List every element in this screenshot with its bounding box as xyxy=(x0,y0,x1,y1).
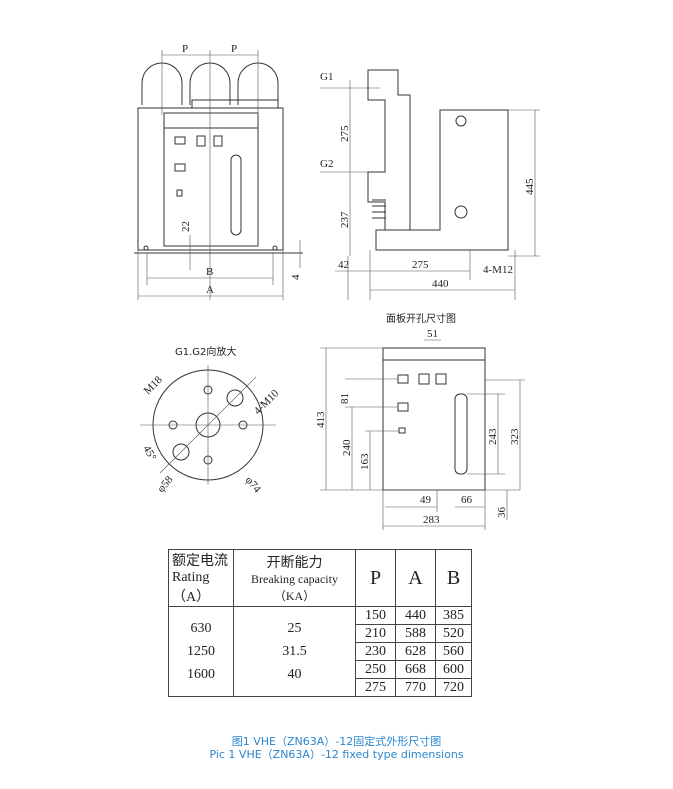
dim-275-horizontal: 275 xyxy=(412,259,429,271)
mechanism-box xyxy=(375,109,509,251)
dim-81: 81 xyxy=(339,393,351,404)
g1-label: G1 xyxy=(320,71,333,83)
dim-66: 66 xyxy=(461,494,473,506)
dim-323: 323 xyxy=(509,428,521,445)
pole-column xyxy=(367,69,411,231)
bolt-4-m12: 4-M12 xyxy=(483,264,513,276)
housing xyxy=(137,107,284,251)
front-panel xyxy=(163,112,259,247)
dim-237: 237 xyxy=(339,211,351,228)
pitch-label: P xyxy=(231,43,237,55)
dim-36: 36 xyxy=(496,507,508,519)
front-view: P P 22 B A 4 xyxy=(134,43,303,300)
b-header: B xyxy=(435,549,472,607)
caption-chinese: 图1 VHE（ZN63A）-12固定式外形尺寸图 xyxy=(231,735,442,748)
caption-english: Pic 1 VHE（ZN63A）-12 fixed type dimension… xyxy=(209,748,464,761)
diameter-58: φ58 xyxy=(155,474,176,495)
diameter-74: φ74 xyxy=(243,474,264,495)
dim-4: 4 xyxy=(290,274,302,280)
dim-163: 163 xyxy=(359,453,371,470)
dim-42: 42 xyxy=(338,259,349,271)
dim-440: 440 xyxy=(432,278,449,290)
dim-445: 445 xyxy=(524,178,536,195)
dim-413: 413 xyxy=(315,411,327,428)
m10-label: 4-M10 xyxy=(252,387,282,417)
dim-275: 275 xyxy=(339,125,351,142)
panel-cutout: 面板开孔尺寸图 51 413 81 240 163 243 323 49 66 … xyxy=(315,312,525,530)
m18-label: M18 xyxy=(142,374,166,398)
panel-title: 面板开孔尺寸图 xyxy=(386,312,456,325)
dim-243: 243 xyxy=(487,428,499,445)
dim-49: 49 xyxy=(420,494,432,506)
p-header: P xyxy=(355,549,396,607)
side-view: G1 G2 275 237 445 42 275 4-M12 440 xyxy=(320,69,540,300)
dim-51: 51 xyxy=(427,328,438,340)
a-header: A xyxy=(395,549,436,607)
dim-283: 283 xyxy=(423,514,440,526)
dim-240: 240 xyxy=(341,439,353,456)
angle-label: 45° xyxy=(140,444,158,463)
pitch-label: P xyxy=(182,43,188,55)
terminal-detail: G1.G2向放大 M18 4-M10 45° φ58 φ74 xyxy=(140,345,282,496)
g2-label: G2 xyxy=(320,158,333,170)
detail-title: G1.G2向放大 xyxy=(175,345,236,358)
dim-A: A xyxy=(206,284,214,296)
dim-B: B xyxy=(206,266,213,278)
terminal-block xyxy=(191,99,279,109)
dim-22: 22 xyxy=(180,221,192,232)
